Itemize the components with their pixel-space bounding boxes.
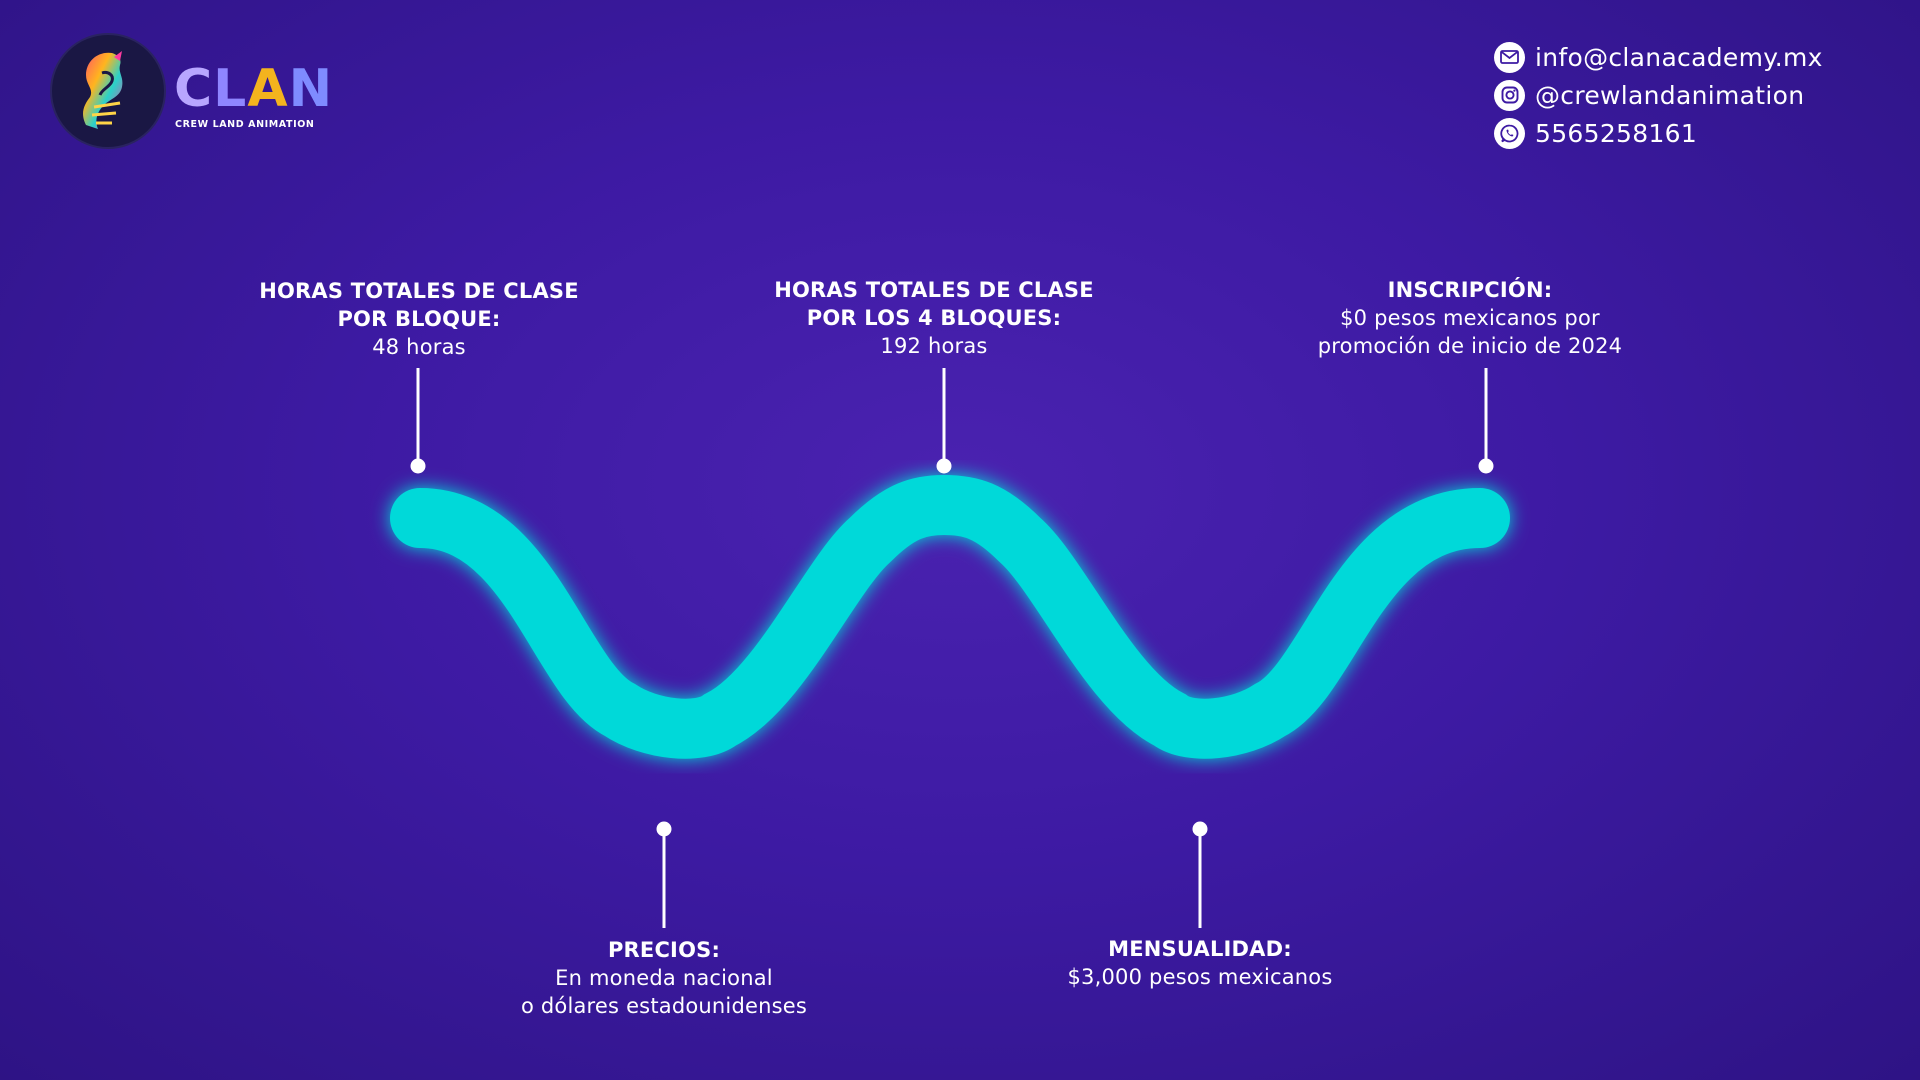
- timeline-label-mensualidad: MENSUALIDAD: $3,000 pesos mexicanos: [970, 935, 1430, 991]
- label-title-2: POR LOS 4 BLOQUES:: [806, 306, 1062, 330]
- logo-subtitle: CREW LAND ANIMATION: [175, 119, 315, 130]
- label-desc: $0 pesos mexicanos por: [1340, 306, 1600, 330]
- label-title: PRECIOS:: [607, 938, 721, 962]
- contact-instagram-text: @crewlandanimation: [1535, 80, 1805, 110]
- label-title-2: POR BLOQUE:: [337, 307, 501, 331]
- logo-wordmark: CLAN: [174, 59, 334, 119]
- label-title: HORAS TOTALES DE CLASE: [259, 279, 579, 303]
- label-desc: 48 horas: [372, 335, 466, 359]
- timeline-curve: [390, 474, 1510, 759]
- label-title: HORAS TOTALES DE CLASE: [774, 278, 1094, 302]
- mail-icon: [1494, 41, 1525, 73]
- connector-dot-2: [656, 821, 672, 837]
- connector-dot-3: [936, 458, 952, 474]
- contact-email[interactable]: info@clanacademy.mx: [1494, 38, 1894, 76]
- connector-dot-1: [410, 458, 426, 474]
- whatsapp-icon: [1494, 117, 1525, 149]
- label-desc: $3,000 pesos mexicanos: [1067, 965, 1333, 989]
- label-desc: En moneda nacional: [555, 966, 773, 990]
- timeline-label-horas-total: HORAS TOTALES DE CLASE POR LOS 4 BLOQUES…: [704, 276, 1164, 360]
- brand-logo: CLAN CREW LAND ANIMATION: [50, 33, 332, 153]
- instagram-icon: [1494, 79, 1525, 111]
- contact-whatsapp-text: 5565258161: [1535, 118, 1698, 148]
- connector-dot-4: [1192, 821, 1208, 837]
- contact-whatsapp[interactable]: 5565258161: [1494, 114, 1894, 152]
- timeline-label-precios: PRECIOS: En moneda nacional o dólares es…: [434, 936, 894, 1020]
- logo-badge-icon: [50, 33, 166, 149]
- timeline-label-inscripcion: INSCRIPCIÓN: $0 pesos mexicanos por prom…: [1240, 276, 1700, 360]
- contact-email-text: info@clanacademy.mx: [1535, 42, 1823, 72]
- label-desc-2: o dólares estadounidenses: [520, 994, 808, 1018]
- timeline-label-horas-bloque: HORAS TOTALES DE CLASE POR BLOQUE: 48 ho…: [189, 277, 649, 361]
- contact-list: info@clanacademy.mx @crewlandanimation 5…: [1494, 38, 1894, 152]
- label-title: MENSUALIDAD:: [1108, 937, 1292, 961]
- label-desc: 192 horas: [880, 334, 988, 358]
- connector-dot-5: [1478, 458, 1494, 474]
- contact-instagram[interactable]: @crewlandanimation: [1494, 76, 1894, 114]
- label-title: INSCRIPCIÓN:: [1387, 278, 1553, 302]
- label-desc-2: promoción de inicio de 2024: [1317, 334, 1623, 358]
